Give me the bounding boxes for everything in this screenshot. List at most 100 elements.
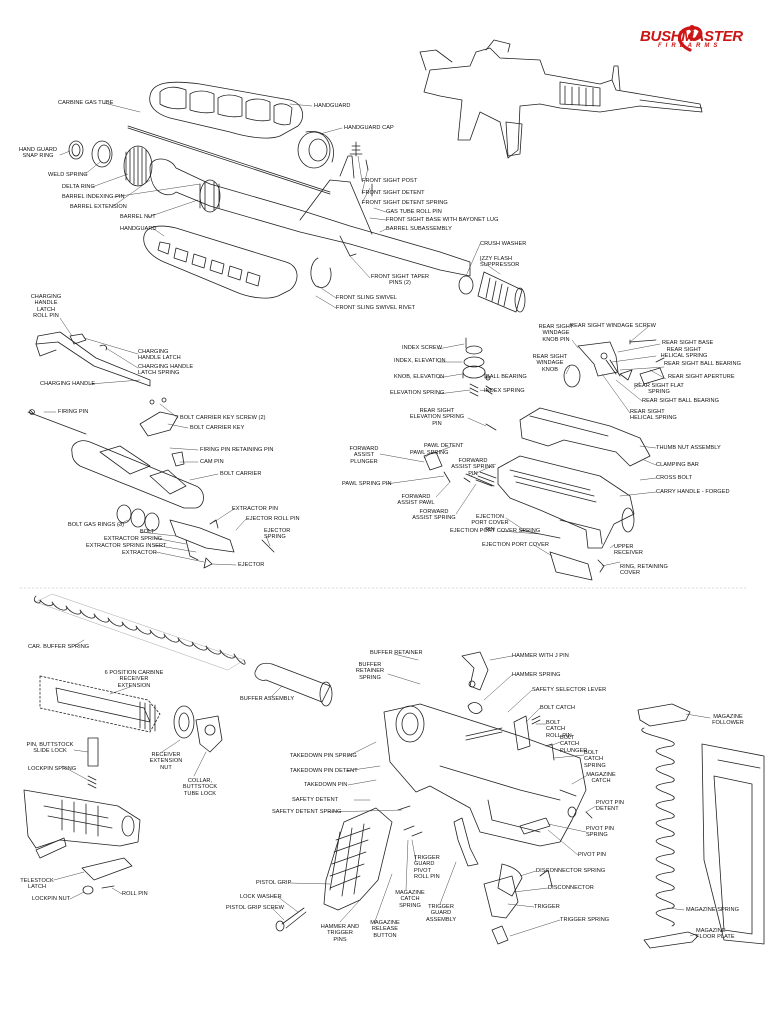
label-forward-assist-spring-pin: FORWARD ASSIST SPRING PIN xyxy=(451,458,495,477)
label-firing-pin-retaining-pin: FIRING PIN RETAINING PIN xyxy=(200,447,274,453)
label-buffer-assembly: BUFFER ASSEMBLY xyxy=(240,696,295,702)
label-buffer-retainer-spring: BUFFER RETAINER SPRING xyxy=(355,662,385,681)
forward-assist-parts xyxy=(423,423,497,487)
delta-ring-part xyxy=(123,145,153,187)
label-charging-handle-latch-roll-pin: CHARGING HANDLE LATCH ROLL PIN xyxy=(30,294,62,320)
label-firing-pin: FIRING PIN xyxy=(58,409,89,415)
label-cam-pin: CAM PIN xyxy=(200,459,224,465)
label-trigger-guard-assembly: TRIGGER GUARD ASSEMBLY xyxy=(426,904,457,923)
label-roll-pin: ROLL PIN xyxy=(122,891,148,897)
buttstock-part xyxy=(23,789,141,859)
bolt-catch-parts xyxy=(513,715,555,761)
trigger-guard-part xyxy=(397,805,479,867)
label-telestock-latch: TELESTOCK LATCH xyxy=(20,878,54,891)
complete-rifle-illustration xyxy=(419,39,703,159)
label-pin-buttstock-slide-lock: PIN, BUTTSTOCK SLIDE LOCK xyxy=(26,742,74,755)
label-handguard-bottom: HANDGUARD xyxy=(120,226,157,232)
label-disconnector: DISCONNECTOR xyxy=(548,885,594,891)
label-rear-sight-windage-knob-pin: REAR SIGHT WINDAGE KNOB PIN xyxy=(538,324,574,343)
brand-sub: FIREARMS xyxy=(658,43,722,49)
pivot-pin-parts xyxy=(519,806,593,835)
label-magazine-spring: MAGAZINE SPRING xyxy=(686,907,739,913)
label-cross-bolt: CROSS BOLT xyxy=(656,475,693,481)
upper-receiver-part xyxy=(497,407,651,549)
label-ejection-port-cover-spring: EJECTION PORT COVER SPRING xyxy=(450,528,541,534)
front-sight-post-part xyxy=(349,141,373,197)
label-gas-tube-roll-pin: GAS TUBE ROLL PIN xyxy=(386,209,442,215)
label-extractor-spring-insert: EXTRACTOR SPRING INSERT xyxy=(86,543,167,549)
receiver-extension-part xyxy=(39,675,223,753)
label-carbine-gas-tube: CARBINE GAS TUBE xyxy=(58,100,114,106)
label-pawl-spring-pin: PAWL SPRING PIN xyxy=(342,481,392,487)
label-rear-sight-ball-bearing-top: REAR SIGHT BALL BEARING xyxy=(664,361,741,367)
label-bolt-carrier-key: BOLT CARRIER KEY xyxy=(190,425,245,431)
label-ejection-port-cover: EJECTION PORT COVER xyxy=(482,542,549,548)
label-ejection-port-cover-pin: EJECTION PORT COVER PIN xyxy=(471,514,509,533)
label-magazine-follower: MAGAZINE FOLLOWER xyxy=(712,714,744,727)
label-magazine-catch-spring: MAGAZINE CATCH SPRING xyxy=(395,890,425,909)
label-trigger: TRIGGER xyxy=(534,904,560,910)
label-pawl-detent: PAWL DETENT xyxy=(424,443,464,449)
label-trigger-spring: TRIGGER SPRING xyxy=(560,917,610,923)
rear-sight-elevation-parts xyxy=(462,337,493,397)
label-front-sling-swivel-rivet: FRONT SLING SWIVEL RIVET xyxy=(336,305,416,311)
handguard-cap-part xyxy=(297,131,334,169)
label-upper-receiver: UPPER RECEIVER xyxy=(614,544,643,557)
label-rear-sight-helical-spring-top: REAR SIGHT HELICAL SPRING xyxy=(660,347,708,360)
label-front-sight-base: FRONT SIGHT BASE WITH BAYONET LUG xyxy=(386,217,499,223)
label-bolt-carrier-key-screw: BOLT CARRIER KEY SCREW (2) xyxy=(180,415,266,421)
charging-handle-part xyxy=(35,331,151,387)
label-front-sight-detent: FRONT SIGHT DETENT xyxy=(362,190,425,196)
label-magazine-release-button: MAGAZINE RELEASE BUTTON xyxy=(370,920,400,939)
label-front-sight-post: FRONT SIGHT POST xyxy=(362,178,418,184)
label-barrel-subassembly: BARREL SUBASSEMBLY xyxy=(386,226,452,232)
label-lock-washer: LOCK WASHER xyxy=(240,894,282,900)
label-bolt-catch-roll-pin: BOLT CATCH ROLL PIN xyxy=(546,720,572,739)
label-collar-buttstock-tube-lock: COLLAR, BUTTSTOCK TUBE LOCK xyxy=(182,778,218,797)
label-bolt: BOLT xyxy=(140,529,155,535)
buffer-spring-part xyxy=(33,593,246,671)
bolt-carrier-part xyxy=(71,440,204,509)
gas-tube-part xyxy=(127,125,331,195)
label-charging-handle-latch-spring: CHARGING HANDLE LATCH SPRING xyxy=(138,364,194,377)
label-pivot-pin: PIVOT PIN xyxy=(578,852,607,858)
label-receiver-extension-nut: RECEIVER EXTENSION NUT xyxy=(149,752,183,771)
label-index-spring: INDEX SPRING xyxy=(484,388,525,394)
label-crush-washer: CRUSH WASHER xyxy=(480,241,527,247)
label-carry-handle-forged: CARRY HANDLE - FORGED xyxy=(656,489,730,495)
magazine-follower-part xyxy=(637,703,691,727)
label-pawl-spring: PAWL SPRING xyxy=(410,450,449,456)
handguard-bottom-part xyxy=(143,225,298,299)
label-hammer-and-trigger-pins: HAMMER AND TRIGGER PINS xyxy=(320,924,360,943)
label-thumb-nut-assembly: THUMB NUT ASSEMBLY xyxy=(656,445,721,451)
label-forward-assist-pawl: FORWARD ASSIST PAWL xyxy=(397,494,435,507)
magazine-floor-plate-part xyxy=(643,931,699,949)
lower-receiver-part xyxy=(383,703,587,847)
ejection-port-cover-part xyxy=(519,529,605,581)
label-charging-handle-latch: CHARGING HANDLE LATCH xyxy=(138,349,181,362)
label-pivot-pin-spring: PIVOT PIN SPRING xyxy=(586,826,615,839)
label-hammer-spring: HAMMER SPRING xyxy=(512,672,561,678)
weld-spring-part xyxy=(91,140,113,168)
label-extractor: EXTRACTOR xyxy=(122,550,157,556)
fire-control-parts xyxy=(461,651,553,945)
label-front-sight-detent-spring: FRONT SIGHT DETENT SPRING xyxy=(362,200,448,206)
firing-pin-part xyxy=(27,409,87,435)
label-delta-ring: DELTA RING xyxy=(62,184,95,190)
snake-logo-icon xyxy=(677,25,703,52)
label-rear-sight-base: REAR SIGHT BASE xyxy=(662,340,714,346)
label-lockpin-spring: LOCKPIN SPRING xyxy=(28,766,77,772)
label-car-buffer-spring: CAR. BUFFER SPRING xyxy=(28,644,90,650)
label-barrel-indexing-pin: BARREL INDEXING PIN xyxy=(62,194,125,200)
label-takedown-pin: TAKEDOWN PIN xyxy=(304,782,348,788)
bolt-gas-rings-part xyxy=(116,504,160,532)
label-handguard-top: HANDGUARD xyxy=(314,103,351,109)
pistol-grip-screw-part xyxy=(275,907,307,932)
label-bolt-gas-rings: BOLT GAS RINGS (3) xyxy=(68,522,125,528)
label-hammer-with-j-pin: HAMMER WITH J PIN xyxy=(512,653,569,659)
label-rear-sight-windage-knob: REAR SIGHT WINDAGE KNOB xyxy=(532,354,568,373)
label-takedown-pin-spring: TAKEDOWN PIN SPRING xyxy=(290,753,357,759)
bushmaster-logo: BUSHMASTER FIREARMS xyxy=(640,28,752,58)
label-magazine-catch: MAGAZINE CATCH xyxy=(586,772,616,785)
